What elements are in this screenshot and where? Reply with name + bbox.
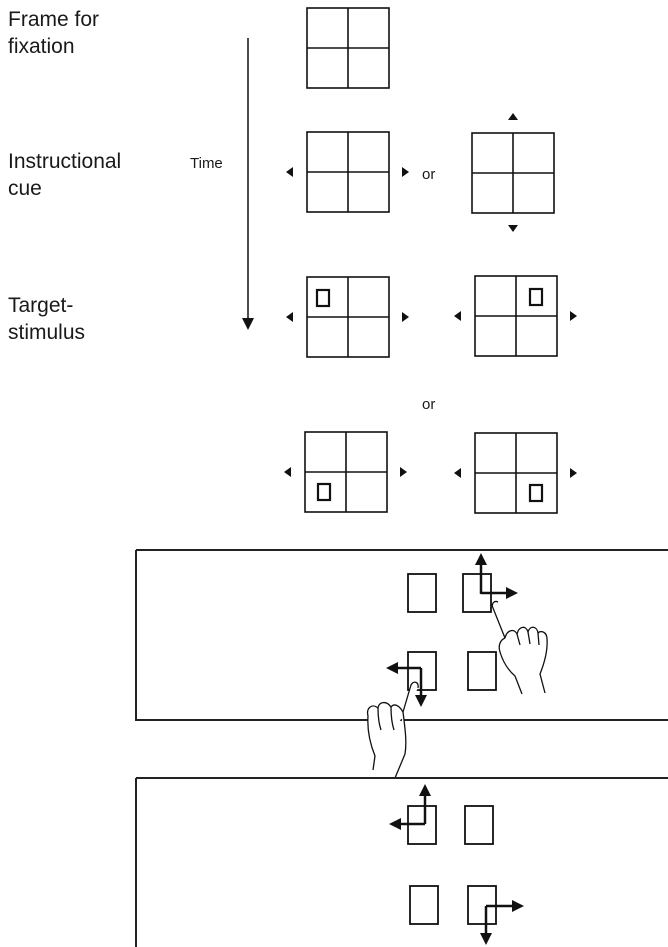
right-arrow-icon xyxy=(570,311,577,321)
target-square xyxy=(528,287,544,307)
target-frame-upper-right xyxy=(454,275,577,357)
label-line: cue xyxy=(8,177,42,200)
target-square xyxy=(316,482,332,502)
label-target-stimulus: Target- stimulus xyxy=(8,292,85,346)
label-line: Frame for xyxy=(8,8,100,31)
pointing-hand-icon xyxy=(366,681,419,779)
movement-arrow-up-left xyxy=(389,784,431,830)
response-square xyxy=(407,573,437,613)
pointing-hand-icon xyxy=(491,600,548,695)
cue-frame-vertical xyxy=(471,113,555,232)
target-square xyxy=(315,288,331,308)
fixation-frame xyxy=(306,7,390,89)
or-label-targets: or xyxy=(422,396,436,413)
movement-arrow-up-right xyxy=(475,553,518,599)
down-arrow-icon xyxy=(508,225,518,232)
right-arrow-icon xyxy=(570,468,577,478)
left-arrow-icon xyxy=(454,468,461,478)
right-arrow-icon xyxy=(402,312,409,322)
response-square xyxy=(467,651,497,691)
right-arrow-icon xyxy=(400,467,407,477)
label-frame-for-fixation: Frame for fixation xyxy=(8,6,99,60)
time-arrow xyxy=(242,38,254,330)
target-square xyxy=(528,483,544,503)
time-label: Time xyxy=(190,155,223,172)
cue-frame-horizontal xyxy=(286,131,409,213)
target-frame-lower-left xyxy=(284,431,407,513)
response-square xyxy=(464,805,494,845)
target-frame-upper-left xyxy=(286,276,409,358)
movement-arrow-left-down xyxy=(386,662,427,707)
right-arrow-icon xyxy=(402,167,409,177)
left-arrow-icon xyxy=(454,311,461,321)
response-square xyxy=(409,885,439,925)
label-instructional-cue: Instructional cue xyxy=(8,148,121,202)
label-line: fixation xyxy=(8,35,75,58)
or-label-cue: or xyxy=(422,166,436,183)
movement-arrow-right-down xyxy=(480,900,524,945)
up-arrow-icon xyxy=(508,113,518,120)
label-line: Instructional xyxy=(8,150,122,173)
label-line: Target- xyxy=(8,294,74,317)
left-arrow-icon xyxy=(286,167,293,177)
response-panel-hands xyxy=(135,549,668,779)
response-panel-arrows xyxy=(135,777,668,947)
label-line: stimulus xyxy=(8,321,86,344)
left-arrow-icon xyxy=(284,467,291,477)
left-arrow-icon xyxy=(286,312,293,322)
target-frame-lower-right xyxy=(454,432,577,514)
